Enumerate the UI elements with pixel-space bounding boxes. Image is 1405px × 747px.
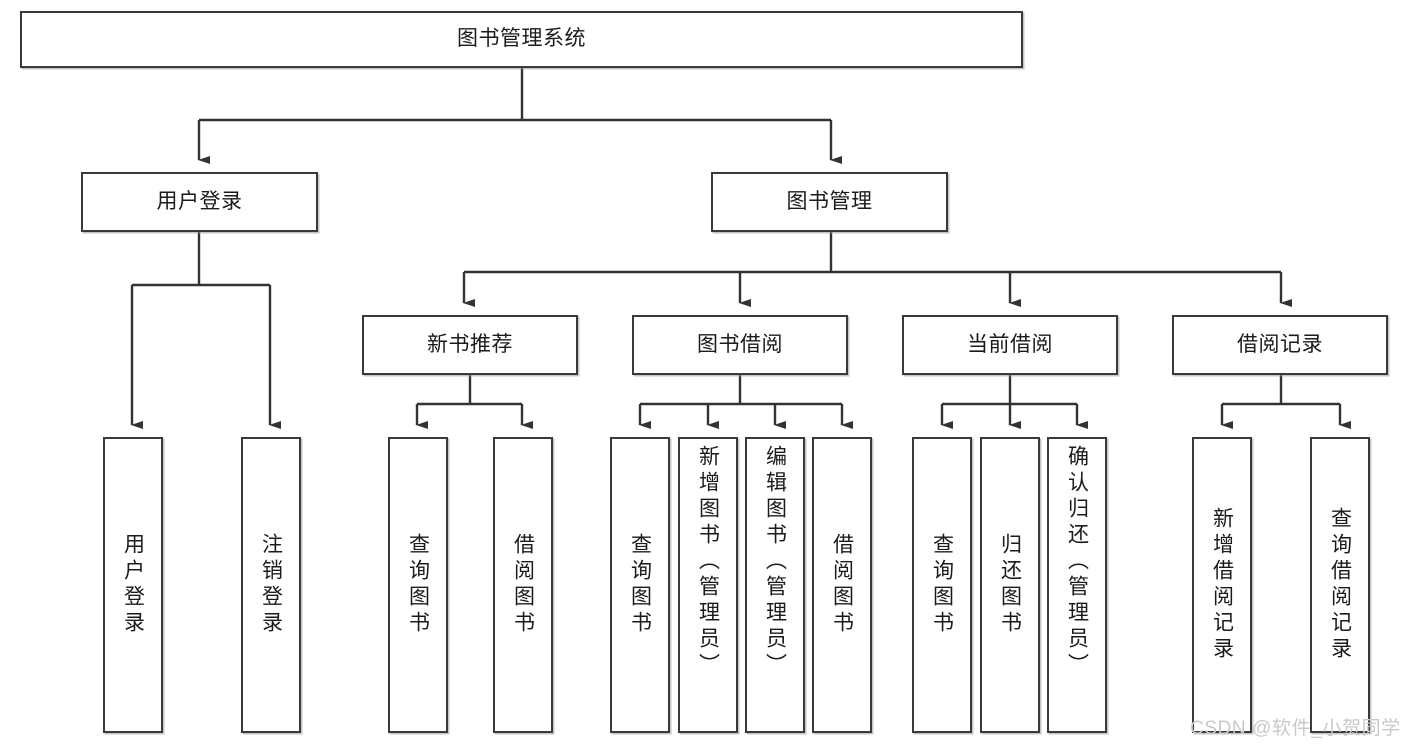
node-leaf-confirm-return[interactable]: 确认归还（管理员） (1047, 437, 1107, 733)
node-label: 查询图书 (628, 533, 652, 637)
node-borrow-record[interactable]: 借阅记录 (1172, 315, 1388, 375)
node-label: 图书借阅 (697, 332, 783, 356)
node-book-management[interactable]: 图书管理 (711, 172, 948, 232)
node-leaf-edit-book[interactable]: 编辑图书（管理员） (745, 437, 805, 733)
node-label: 查询借阅记录 (1328, 507, 1352, 663)
node-leaf-add-record[interactable]: 新增借阅记录 (1192, 437, 1252, 733)
node-leaf-query-record[interactable]: 查询借阅记录 (1310, 437, 1370, 733)
node-leaf-query-book-2[interactable]: 查询图书 (610, 437, 670, 733)
csdn-watermark: CSDN @软件_小贺同学 (1190, 718, 1401, 739)
node-label: 借阅图书 (830, 533, 854, 637)
node-leaf-add-book[interactable]: 新增图书（管理员） (678, 437, 738, 733)
node-label: 借阅图书 (511, 533, 535, 637)
node-leaf-query-book-1[interactable]: 查询图书 (388, 437, 448, 733)
node-label: 归还图书 (998, 533, 1022, 637)
node-leaf-return-book[interactable]: 归还图书 (980, 437, 1040, 733)
node-label: 新书推荐 (427, 332, 513, 356)
node-label: 新增借阅记录 (1210, 507, 1234, 663)
node-label: 新增图书（管理员） (696, 445, 720, 679)
node-label: 图书管理系统 (457, 27, 586, 51)
node-leaf-query-book-3[interactable]: 查询图书 (912, 437, 972, 733)
node-root-book-management-system[interactable]: 图书管理系统 (20, 11, 1023, 68)
node-label: 查询图书 (930, 533, 954, 637)
node-label: 用户登录 (121, 533, 145, 637)
node-label: 注销登录 (259, 533, 283, 637)
node-label: 当前借阅 (967, 332, 1053, 356)
node-leaf-borrow-book-1[interactable]: 借阅图书 (493, 437, 553, 733)
node-leaf-user-login[interactable]: 用户登录 (103, 437, 163, 733)
node-label: 确认归还（管理员） (1065, 445, 1089, 679)
node-book-borrow[interactable]: 图书借阅 (632, 315, 848, 375)
node-leaf-user-logout[interactable]: 注销登录 (241, 437, 301, 733)
node-label: 编辑图书（管理员） (763, 445, 787, 679)
node-label: 用户登录 (156, 189, 243, 213)
node-current-borrow[interactable]: 当前借阅 (902, 315, 1118, 375)
node-user-login[interactable]: 用户登录 (81, 172, 318, 232)
node-new-book-recommend[interactable]: 新书推荐 (362, 315, 578, 375)
node-label: 查询图书 (406, 533, 430, 637)
node-leaf-borrow-book-2[interactable]: 借阅图书 (812, 437, 872, 733)
node-label: 图书管理 (786, 189, 873, 213)
node-label: 借阅记录 (1237, 332, 1323, 356)
